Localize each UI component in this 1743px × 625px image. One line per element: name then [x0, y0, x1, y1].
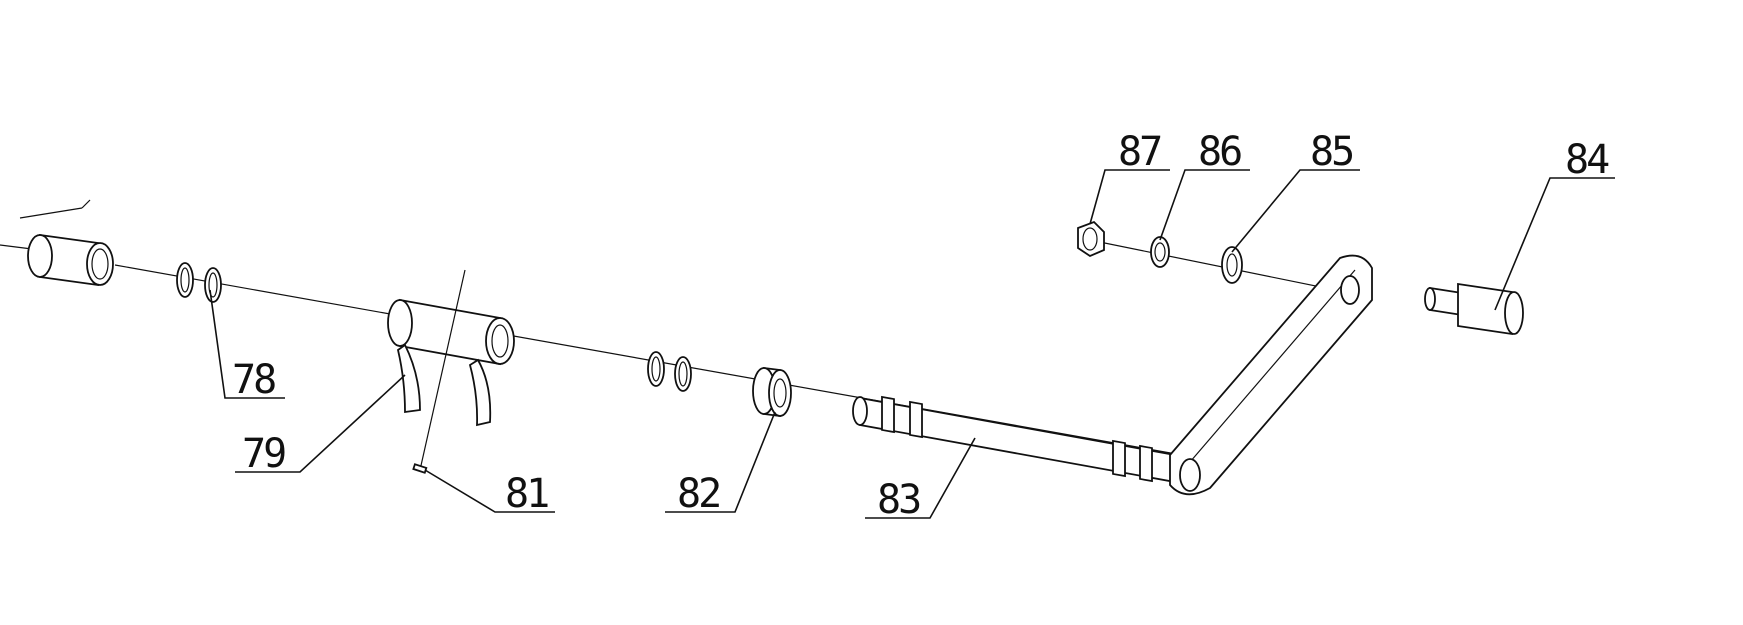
part-85-washer — [1221, 246, 1243, 284]
part-84-bolt — [1424, 282, 1524, 336]
callout-78: 78 — [232, 357, 275, 403]
callout-86: 86 — [1198, 129, 1241, 175]
middle-rings — [647, 351, 692, 392]
part-78-rings — [176, 262, 222, 303]
part-83-shift-shaft — [852, 254, 1373, 496]
callout-labels: 78 79 81 82 83 84 85 86 87 — [232, 129, 1612, 523]
callout-79: 79 — [242, 431, 285, 477]
part-81-pin — [412, 463, 428, 474]
left-sleeve-part — [27, 233, 114, 287]
part-79-shift-fork — [387, 269, 515, 471]
callout-85: 85 — [1310, 129, 1352, 175]
part-82-bushing — [752, 366, 792, 418]
leader-lines — [209, 169, 1615, 519]
callout-82: 82 — [677, 471, 719, 517]
callout-84: 84 — [1565, 137, 1609, 183]
part-86-lock-washer — [1150, 236, 1170, 268]
callout-83: 83 — [877, 477, 920, 523]
callout-87: 87 — [1118, 129, 1161, 175]
callout-81: 81 — [505, 471, 548, 517]
part-87-nut — [1077, 220, 1105, 258]
